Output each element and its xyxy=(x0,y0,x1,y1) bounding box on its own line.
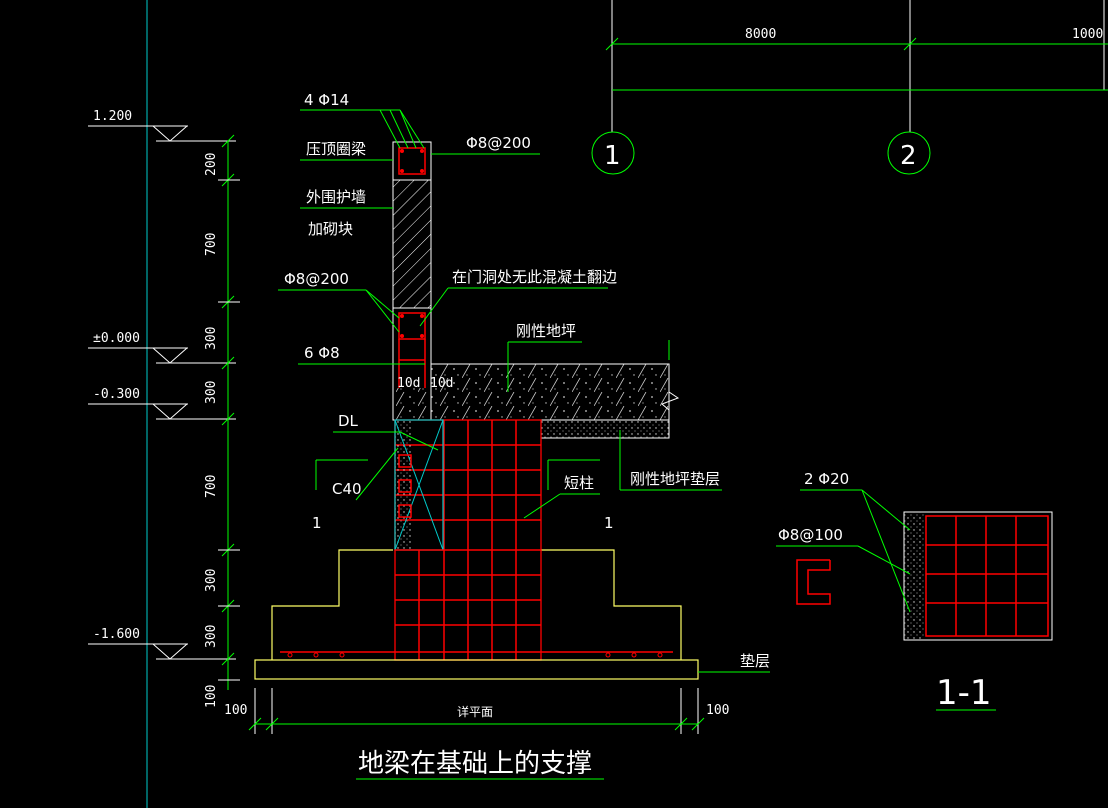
label-cap-beam: 压顶圈梁 xyxy=(306,140,366,158)
vdim-700-a: 700 xyxy=(204,233,219,256)
vdim-200: 200 xyxy=(204,153,219,176)
elev-0000: ±0.000 xyxy=(93,331,140,346)
stirrup-hook xyxy=(796,559,831,605)
elev-1600: -1.600 xyxy=(93,627,140,642)
axis-2-bubble xyxy=(887,131,931,175)
label-c40: C40 xyxy=(332,480,362,498)
footing xyxy=(254,549,699,680)
bottom-dimension: 100 100 详平面 xyxy=(224,688,729,734)
ten-d-right: 10d xyxy=(430,376,453,391)
short-column xyxy=(394,419,542,551)
label-cushion: 垫层 xyxy=(740,652,770,670)
section-mark-left: 1 xyxy=(312,514,322,532)
elev-1200: 1.200 xyxy=(93,109,132,124)
elevation-marks: 1.200 ±0.000 -0.300 -1.600 xyxy=(88,109,236,660)
grid-axes: 8000 1000 1 2 xyxy=(591,0,1108,175)
cushion-layer xyxy=(254,659,699,680)
label-outer-wall: 外围护墙 xyxy=(306,188,366,206)
vdim-700-b: 700 xyxy=(204,475,219,498)
label-short-col: 短柱 xyxy=(564,474,594,492)
ten-d-left: 10d xyxy=(397,376,420,391)
label-stirrup-cap: Φ8@200 xyxy=(466,134,531,152)
dim-right-100: 100 xyxy=(706,703,729,718)
rigid-floor-slab: 10d 10d xyxy=(393,340,680,439)
section-title: 1-1 xyxy=(936,673,992,713)
section-1-1: 2 Φ20 Φ8@100 1-1 xyxy=(776,470,1053,713)
plan-ref: 详平面 xyxy=(457,704,493,719)
outer-wall-hatch xyxy=(392,179,432,309)
label-six-bars: 6 Φ8 xyxy=(304,344,340,362)
axis-1-bubble xyxy=(591,131,635,175)
label-rigid-floor: 刚性地坪 xyxy=(516,322,576,340)
section-mark-right: 1 xyxy=(604,514,614,532)
axis-2-label: 2 xyxy=(900,141,917,171)
label-door-note: 在门洞处无此混凝土翻边 xyxy=(452,268,617,286)
label-sec-stirrups: Φ8@100 xyxy=(778,526,843,544)
vdim-300-d: 300 xyxy=(204,625,219,648)
label-dl: DL xyxy=(338,412,359,430)
vdim-300-c: 300 xyxy=(204,569,219,592)
vdim-300-a: 300 xyxy=(204,327,219,350)
vdim-300-b: 300 xyxy=(204,381,219,404)
dim-left-100: 100 xyxy=(224,703,247,718)
dim-10000: 1000 xyxy=(1072,27,1103,42)
dim-8000: 8000 xyxy=(745,27,776,42)
label-add-block: 加砌块 xyxy=(308,220,353,238)
label-stirrup-mid: Φ8@200 xyxy=(284,270,349,288)
elev-0300: -0.300 xyxy=(93,387,140,402)
label-top-bars: 4 Φ14 xyxy=(304,91,349,109)
label-sec-bars: 2 Φ20 xyxy=(804,470,849,488)
vdim-100: 100 xyxy=(204,685,219,708)
annotations: 4 Φ14 压顶圈梁 Φ8@200 外围护墙 加砌块 Φ8@200 在门洞处无此… xyxy=(278,91,770,673)
label-floor-cushion: 刚性地坪垫层 xyxy=(630,470,720,488)
drawing-caption: 地梁在基础上的支撑 xyxy=(358,749,592,779)
axis-1-label: 1 xyxy=(604,141,621,171)
vertical-dimensions: 200 700 300 300 700 300 300 100 xyxy=(204,134,240,708)
